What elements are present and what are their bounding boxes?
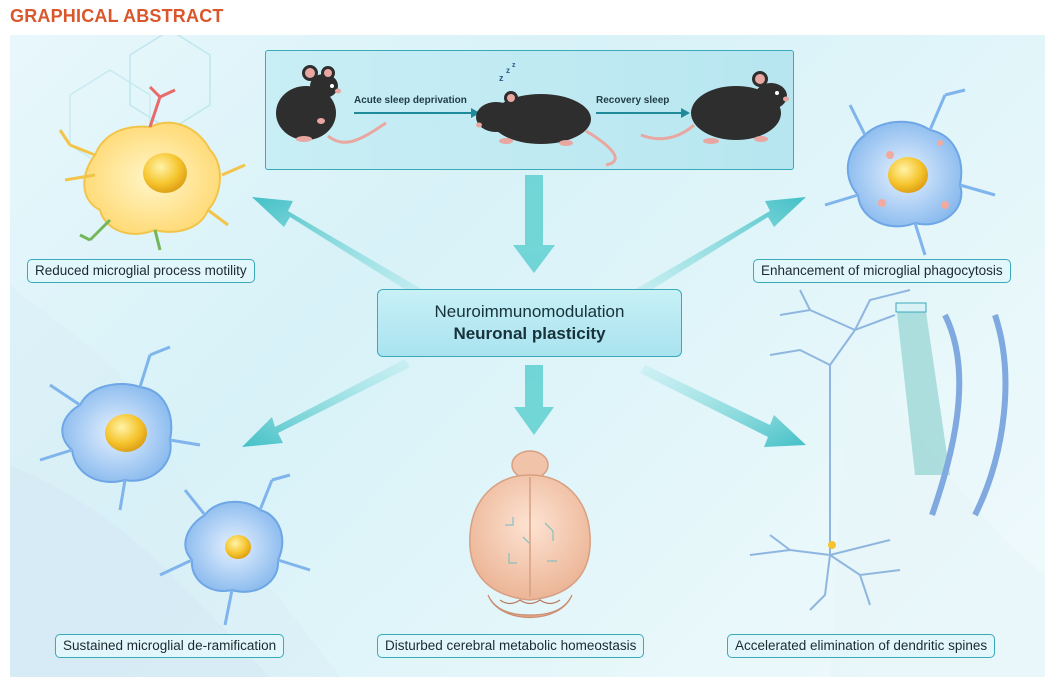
dendrite-icon xyxy=(895,302,1009,517)
recovery-sleep-label: Recovery sleep xyxy=(596,95,670,106)
illustrations xyxy=(39,85,1009,626)
label-metabolic-homeostasis: Disturbed cerebral metabolic homeostasis xyxy=(377,634,645,658)
central-mechanism-box: Neuroimmunomodulation Neuronal plasticit… xyxy=(377,289,682,357)
mouse-icon xyxy=(276,65,387,144)
sleep-protocol-box: z z z Acute sleep deprivation Recovery s… xyxy=(265,50,794,170)
page-heading: GRAPHICAL ABSTRACT xyxy=(10,6,224,26)
svg-text:z: z xyxy=(506,66,510,75)
microglia-icon xyxy=(159,473,311,626)
microglia-icon xyxy=(58,85,246,251)
neuron-icon xyxy=(749,289,911,611)
acute-sleep-deprivation-label: Acute sleep deprivation xyxy=(354,95,467,106)
label-reduced-motility: Reduced microglial process motility xyxy=(27,259,255,283)
sleeping-mouse-icon: z z z xyxy=(476,62,617,167)
mouse-icon xyxy=(640,71,789,144)
svg-text:z: z xyxy=(512,62,516,69)
central-line-2: Neuronal plasticity xyxy=(453,324,606,343)
label-dendritic-spines: Accelerated elimination of dendritic spi… xyxy=(727,634,996,658)
microglia-icon xyxy=(39,345,201,511)
central-line-1: Neuroimmunomodulation xyxy=(434,302,625,321)
label-enhanced-phagocytosis: Enhancement of microglial phagocytosis xyxy=(753,259,1011,283)
brain-icon xyxy=(469,450,591,619)
microglia-icon xyxy=(824,88,996,256)
label-deramification: Sustained microglial de-ramification xyxy=(55,634,285,658)
graphical-abstract-panel: z z z Acute sleep deprivation Recovery s… xyxy=(10,35,1045,677)
svg-text:z: z xyxy=(499,73,504,83)
